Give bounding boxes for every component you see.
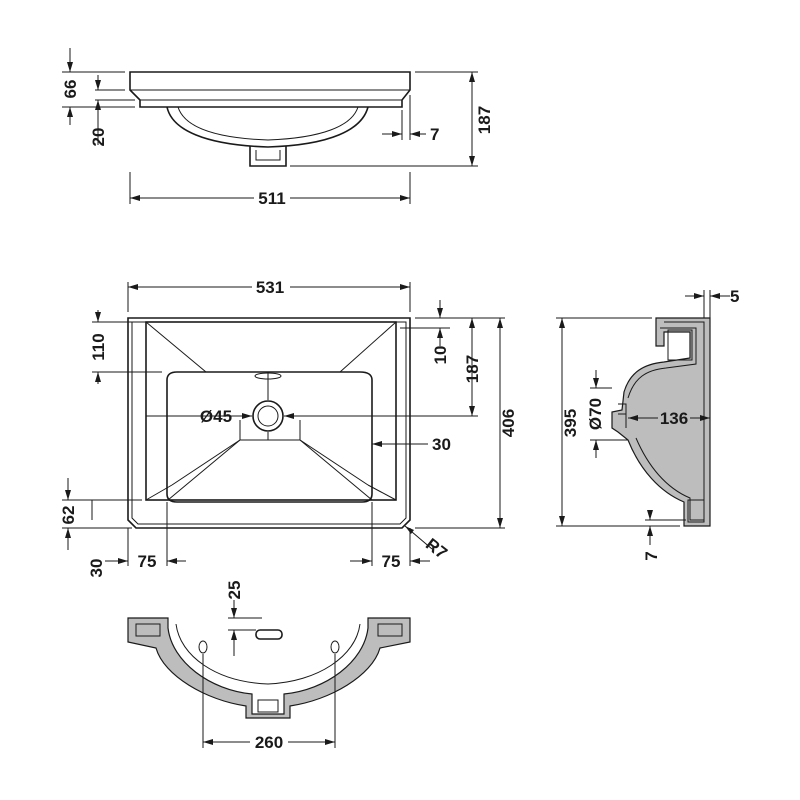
dim-187-plan: 187 — [463, 355, 482, 383]
dim-10: 10 — [431, 346, 450, 365]
dim-136: 136 — [660, 409, 688, 428]
plan-view: 531 110 10 187 406 Ø45 30 62 30 75 75 R7 — [59, 278, 518, 577]
side-view: 5 395 Ø70 136 7 — [556, 287, 739, 561]
dim-5: 5 — [730, 287, 739, 306]
dim-waste-diameter: Ø45 — [200, 407, 232, 426]
dim-187-front: 187 — [475, 106, 494, 134]
dim-radius: R7 — [422, 534, 451, 562]
dim-110: 110 — [89, 333, 108, 360]
dim-406: 406 — [499, 409, 518, 437]
front-view: 66 20 7 187 511 — [61, 48, 494, 208]
section-view: 25 260 — [127, 581, 411, 752]
dim-395: 395 — [561, 409, 580, 437]
dim-7-side: 7 — [642, 551, 661, 560]
dim-66: 66 — [61, 80, 80, 99]
dim-75-left: 75 — [138, 552, 157, 571]
dim-75-right: 75 — [382, 552, 401, 571]
dim-62: 62 — [59, 506, 78, 525]
dim-30-bottom: 30 — [87, 559, 106, 578]
dim-overflow-diameter: Ø70 — [586, 398, 605, 430]
dim-20: 20 — [89, 128, 108, 147]
dim-7-front: 7 — [430, 125, 439, 144]
dim-30-right: 30 — [432, 435, 451, 454]
dim-531: 531 — [256, 278, 284, 297]
dim-25: 25 — [225, 581, 244, 600]
dim-511: 511 — [258, 189, 285, 208]
dim-260: 260 — [255, 733, 283, 752]
